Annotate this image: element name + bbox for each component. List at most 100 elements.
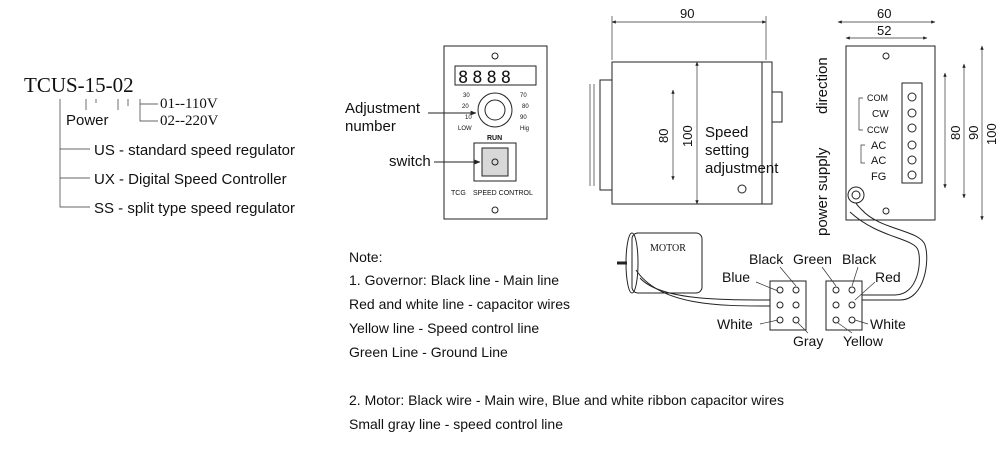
digital-display: [454, 65, 537, 86]
wire-green-leader: [821, 266, 837, 287]
dial-label-high: Hig: [520, 126, 529, 132]
speed-label-line1: Speed: [705, 124, 748, 141]
rear-height-dim-80: 80: [948, 126, 963, 140]
wire-green: Green: [793, 251, 832, 267]
wire-white-right-leader: [854, 319, 869, 325]
wire-red: Red: [875, 269, 901, 285]
rocker-switch: [481, 147, 509, 177]
wire-black-1: Black: [749, 251, 784, 267]
dial-number-10: 10: [465, 115, 472, 121]
wire-blue-leader: [755, 281, 779, 292]
wire-black-2: Black: [842, 251, 877, 267]
rear-screw-top: [882, 52, 890, 60]
wiring-diagram: MOTOR Blue White Black Green Black Red W…: [617, 202, 928, 349]
display-digits: 8888: [458, 68, 515, 88]
left-connector: [769, 280, 807, 331]
model-code-tree: TCUS-15-02 Power 01--110V 02--220V US - …: [24, 73, 295, 217]
rear-screw-bottom: [882, 207, 890, 215]
side-height-dim-80: 80: [656, 129, 671, 143]
switch-label: switch: [389, 153, 431, 170]
rear-height-dim-100: 100: [984, 123, 999, 145]
side-view: 90 80 100 Speed setting adjustment: [589, 6, 783, 205]
rear-body: [845, 45, 936, 221]
note-line: Yellow line - Speed control line: [349, 320, 539, 336]
side-front-lip: [599, 79, 613, 191]
wire-white-right: White: [870, 316, 906, 332]
dial-number-70: 70: [520, 93, 527, 99]
screw-hole-bottom: [491, 206, 499, 214]
run-label: RUN: [487, 135, 502, 142]
front-panel: 8888 30 20 10 LOW 70 80 90 Hig RUN TCG S…: [345, 45, 548, 220]
note-line: Small gray line - speed control line: [349, 416, 563, 432]
terminal-ac-1: AC: [871, 140, 886, 152]
power-label: Power: [66, 112, 109, 129]
speed-label-line3: adjustment: [705, 160, 779, 177]
power-bracket: [860, 144, 865, 164]
motor-body: [631, 232, 703, 294]
direction-label: direction: [814, 57, 831, 114]
power-option-110v: 01--110V: [160, 96, 218, 112]
note-line: 1. Governor: Black line - Main line: [349, 272, 559, 288]
rear-width-dim-60: 60: [877, 6, 891, 21]
wire-black-2-leader: [851, 266, 859, 287]
note-line: 2. Motor: Black wire - Main wire, Blue a…: [349, 392, 784, 408]
cable-gland-inner: [851, 190, 861, 200]
wire-blue: Blue: [722, 269, 750, 285]
side-height-dim-100: 100: [680, 125, 695, 147]
side-knob: [771, 91, 783, 123]
speed-dial: [477, 92, 513, 128]
power-option-220v: 02--220V: [160, 113, 218, 129]
wire-gray-leader: [797, 322, 809, 334]
side-width-dim: 90: [680, 6, 694, 21]
wire-gray: Gray: [793, 333, 823, 349]
model-tree-lines: [59, 99, 158, 208]
notes: Note: 1. Governor: Black line - Main lin…: [349, 249, 784, 432]
right-connector: [825, 280, 863, 331]
right-connector-pins: [832, 286, 856, 324]
wire-black-1-leader: [779, 266, 797, 287]
adjustment-label-line1: Adjustment: [345, 100, 421, 117]
dial-number-30: 30: [463, 93, 470, 99]
panel-label: SPEED CONTROL: [473, 190, 533, 197]
switch-indicator: [491, 158, 499, 166]
dial-number-90: 90: [520, 115, 527, 121]
front-panel-body: [443, 45, 548, 220]
note-line: Green Line - Ground Line: [349, 344, 508, 360]
type-ux: UX - Digital Speed Controller: [94, 171, 287, 188]
speed-dial-center: [484, 99, 506, 121]
rear-height-dim-90: 90: [966, 126, 981, 140]
wire-white-left: White: [717, 316, 753, 332]
terminal-cw: CW: [872, 109, 889, 120]
terminal-block: [901, 82, 923, 184]
left-connector-pins: [776, 286, 800, 324]
notes-heading: Note:: [349, 249, 382, 265]
model-code: TCUS-15-02: [24, 73, 134, 97]
speed-adjust-hole: [737, 184, 747, 194]
wire-red-leader: [854, 281, 876, 301]
note-line: Red and white line - capacitor wires: [349, 296, 570, 312]
dial-number-80: 80: [522, 104, 529, 110]
terminal-ac-2: AC: [871, 155, 886, 167]
terminal-fg: FG: [871, 171, 886, 183]
type-us: US - standard speed regulator: [94, 142, 295, 159]
wire-yellow: Yellow: [843, 333, 884, 349]
side-front-bezel: [589, 84, 595, 186]
speed-label-line2: setting: [705, 142, 749, 159]
terminal-screws: [907, 92, 917, 180]
brand-label: TCG: [451, 190, 466, 197]
controller-cable-b: [849, 211, 920, 296]
screw-hole-top: [491, 52, 499, 60]
type-ss: SS - split type speed regulator: [94, 200, 295, 217]
direction-bracket: [858, 97, 863, 131]
dial-number-20: 20: [462, 104, 469, 110]
motor-cable-b: [635, 269, 771, 307]
wire-yellow-leader: [837, 322, 853, 334]
rear-width-dim-52: 52: [877, 23, 891, 38]
dial-label-low: LOW: [458, 126, 472, 132]
terminal-com: COM: [867, 93, 888, 103]
motor-label: MOTOR: [650, 243, 686, 254]
terminal-ccw: CCW: [867, 125, 889, 135]
rear-view: 60 52 COM CW CCW AC AC FG direction powe…: [814, 6, 999, 236]
